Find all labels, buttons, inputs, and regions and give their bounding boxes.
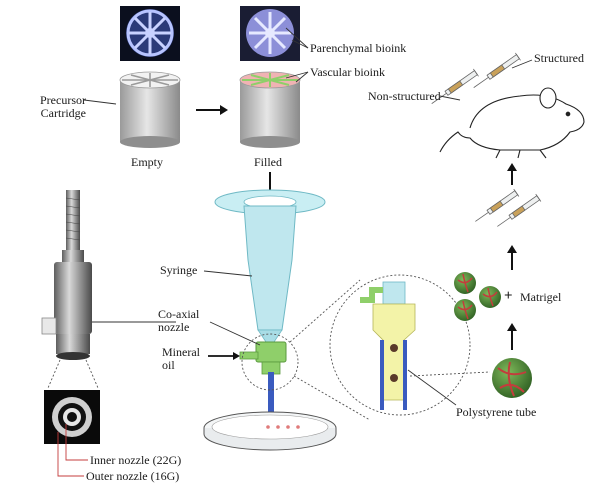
nonstructured-leader [439, 95, 461, 101]
injection-syringes-middle [475, 188, 542, 227]
bioink-leaders [285, 27, 309, 83]
label-non-structured: Non-structured [368, 89, 441, 103]
empty-cartridge [119, 71, 181, 148]
mouse [439, 87, 585, 159]
label-coaxial-nozzle: Co-axial nozzle [158, 307, 200, 334]
spheroid-link [409, 371, 491, 377]
nozzle-detail [360, 281, 416, 410]
coaxial-label-leader [209, 321, 261, 346]
mineral-oil-arrow [208, 352, 240, 360]
syringe [214, 189, 326, 343]
filled-cross-section-image [240, 6, 300, 61]
label-vascular-bioink: Vascular bioink [310, 65, 385, 79]
filled-cartridge [239, 71, 301, 148]
spheroid-large [492, 358, 532, 398]
right-column-arrows [507, 163, 517, 350]
injection-syringes-top [431, 52, 521, 104]
label-empty: Empty [131, 155, 163, 169]
empty-cross-section-image [120, 6, 180, 61]
label-polystyrene-tube: Polystyrene tube [456, 405, 537, 419]
nozzle-leaders [57, 424, 88, 477]
label-precursor-cartridge: Precursor Cartridge [40, 93, 86, 120]
label-syringe: Syringe [160, 263, 198, 277]
label-mineral-oil: Mineral oil [162, 345, 200, 372]
label-plus: + [504, 288, 513, 304]
polystyrene-leader [407, 369, 457, 406]
arrow-empty-to-filled [196, 105, 228, 115]
spheroid-cluster [454, 272, 501, 321]
coaxial-nozzle [239, 341, 287, 375]
syringe-leader [203, 270, 253, 277]
nozzle-tip-image [44, 390, 100, 444]
label-parenchymal-bioink: Parenchymal bioink [310, 41, 407, 55]
coaxial-nozzle-photo [41, 190, 92, 360]
label-matrigel: Matrigel [520, 290, 562, 304]
label-structured: Structured [534, 51, 584, 65]
zoom-callout-nozzle [241, 274, 471, 421]
blue-tube [268, 372, 274, 422]
label-outer-nozzle: Outer nozzle (16G) [86, 469, 180, 483]
label-filled: Filled [254, 155, 283, 169]
label-inner-nozzle: Inner nozzle (22G) [90, 453, 182, 467]
precursor-leader [83, 99, 117, 105]
nozzle-tip-zoom [47, 359, 99, 389]
petri-dish [203, 411, 337, 451]
structured-leader [511, 59, 533, 69]
